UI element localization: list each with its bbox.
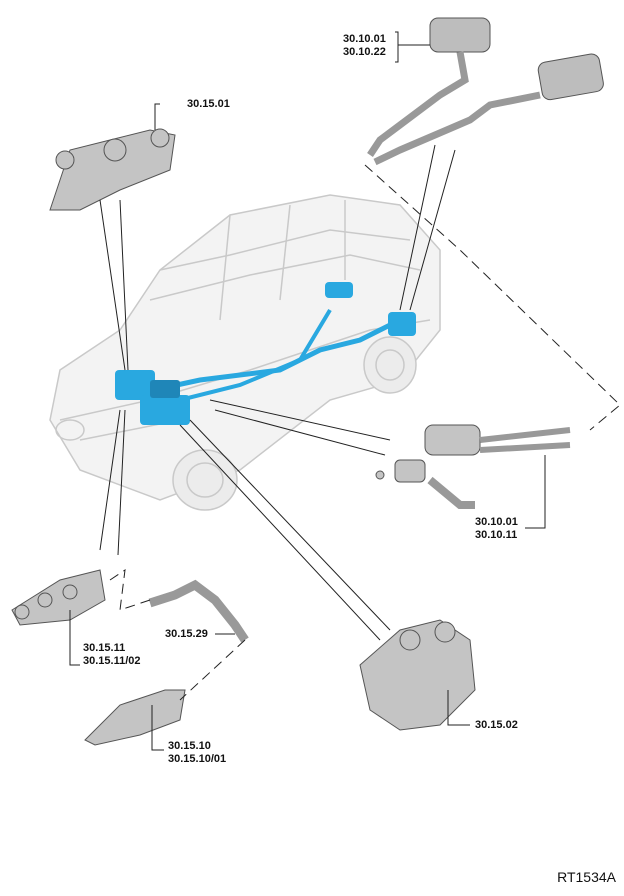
callout-label: 30.10.22 [343,46,386,58]
highlighted-exhaust [115,282,416,425]
exhaust-manifold-part [11,569,106,626]
front-pipe-part [148,579,249,643]
callout-label: 30.10.01 [475,516,518,528]
intake-manifold-top-part [49,128,176,211]
leader-lines [69,31,546,751]
dashed-connectors [109,164,621,701]
callout-exhaust-manifold: 30.15.11 30.15.11/02 [83,642,141,668]
callout-rear-muffler: 30.10.01 30.10.22 [343,33,386,59]
reference-code: RT1534A [557,869,616,885]
callout-label: 30.15.11/02 [83,655,141,667]
callout-label: 30.15.02 [475,719,518,731]
callout-front-pipe: 30.15.29 [165,628,208,641]
callout-center-pipe: 30.10.01 30.10.11 [475,516,518,542]
callout-label: 30.10.11 [475,529,518,541]
vehicle-outline [49,194,441,511]
callout-label: 30.15.10 [168,740,211,752]
callout-label: 30.15.11 [83,642,126,654]
callout-label: 30.15.01 [187,98,230,110]
callout-intake-manifold-top: 30.15.01 [187,98,230,111]
callout-label: 30.15.29 [165,628,208,640]
callout-label: 30.15.10/01 [168,753,227,765]
callout-label: 30.10.01 [343,33,386,45]
center-pipe-part [375,424,571,509]
heat-shield-part [84,689,186,746]
rear-muffler-part [367,17,604,166]
intake-manifold-bottom-part [359,619,476,731]
callout-intake-manifold-bottom: 30.15.02 [475,719,518,732]
callout-heat-shield: 30.15.10 30.15.10/01 [168,740,226,766]
